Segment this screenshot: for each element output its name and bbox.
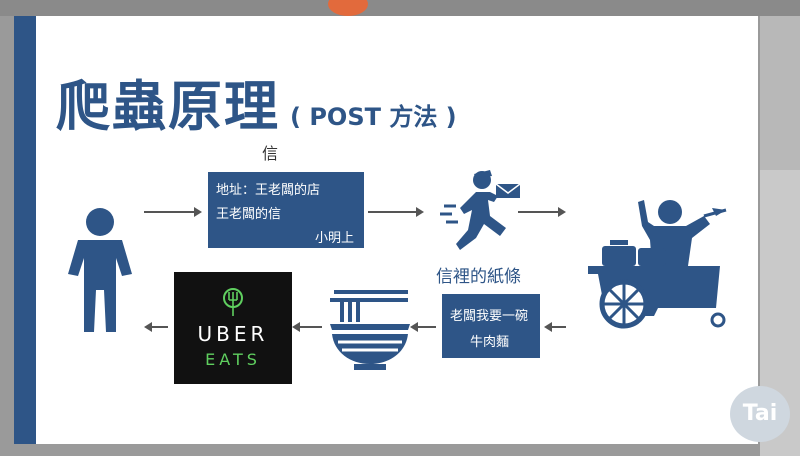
camera-indicator [328, 0, 368, 16]
noodle-bowl-icon [330, 290, 410, 370]
slide-title: 爬蟲原理 ( POST 方法 ) [56, 62, 457, 138]
arrow-to-person [144, 322, 168, 332]
uber-eats-logo: UBER EATS [174, 272, 292, 384]
arrow-to-vendor [518, 207, 566, 217]
courier-icon [440, 170, 521, 250]
note-line-2: 牛肉麵 [470, 335, 510, 350]
note-box: 老闆我要一碗 牛肉麵 [442, 294, 540, 358]
letter-line-2: 王老闆的信 [216, 207, 282, 222]
eats-text: EATS [205, 350, 261, 369]
fork-icon [223, 288, 243, 316]
uber-text: UBER [197, 322, 269, 346]
top-bar [0, 0, 800, 16]
letter-box: 地址：王老闆的店 王老闆的信 小明上 [208, 172, 364, 248]
arrow-to-letter [144, 207, 202, 217]
arrow-to-courier [368, 207, 424, 217]
background-panel [760, 16, 800, 170]
note-caption: 信裡的紙條 [436, 267, 521, 287]
slide-accent-bar [14, 16, 36, 444]
letter-caption: 信 [262, 144, 279, 163]
note-line-1: 老闆我要一碗 [450, 309, 529, 324]
letter-line-3: 小明上 [314, 231, 354, 246]
title-sub: ( POST 方法 ) [290, 103, 457, 131]
person-icon [68, 208, 132, 332]
food-cart-icon [588, 200, 727, 329]
arrow-to-uber [292, 322, 322, 332]
watermark-logo: Tai [730, 386, 790, 442]
title-main: 爬蟲原理 [56, 75, 280, 138]
arrow-to-noodle [410, 322, 436, 332]
letter-line-1: 地址：王老闆的店 [216, 183, 321, 198]
presentation-slide [14, 16, 758, 444]
arrow-to-note [544, 322, 566, 332]
